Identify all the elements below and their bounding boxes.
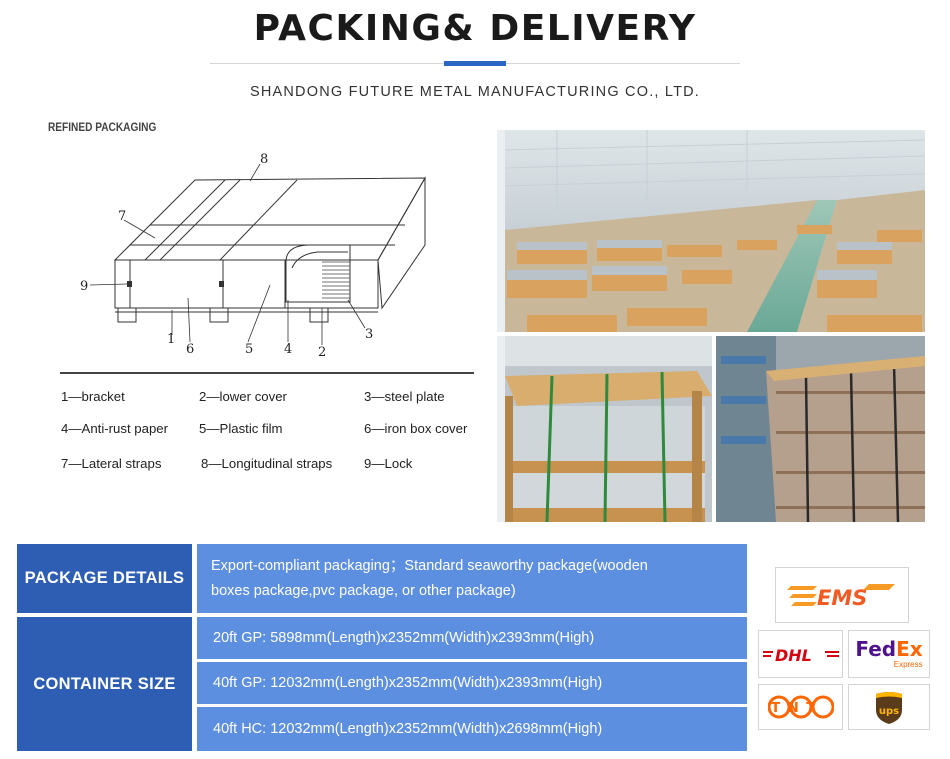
fedex-fed-text: Fed	[855, 637, 897, 661]
package-details-label: PACKAGE DETAILS	[17, 544, 192, 613]
fedex-express-text: Express	[893, 660, 923, 669]
company-subtitle: SHANDONG FUTURE METAL MANUFACTURING CO.,…	[249, 84, 701, 100]
ups-logo: ups	[848, 684, 930, 730]
package-details-line-1: Export-compliant packaging；Standard seaw…	[211, 558, 648, 574]
package-details-text: Export-compliant packaging；Standard seaw…	[197, 544, 747, 613]
diagram-number-7: 7	[118, 209, 126, 224]
packed-sheets-photo	[497, 336, 712, 522]
legend-item-steel-plate: 3—steel plate	[364, 389, 445, 404]
title-accent-bar	[444, 61, 506, 66]
legend-item-lock: 9—Lock	[364, 456, 413, 471]
tnt-logo: TNT	[758, 684, 843, 730]
container-40ft-hc: 40ft HC: 12032mm(Length)x2352mm(Width)x2…	[197, 707, 747, 751]
ems-logo-text: EMS	[817, 586, 867, 610]
legend-item-iron-box-cover: 6—iron box cover	[364, 421, 468, 436]
tnt-logo-text: TNT	[771, 700, 823, 716]
packaging-diagram: 8 7 9 1 6 5 4 2 3	[80, 152, 426, 360]
warehouse-photo	[497, 130, 925, 332]
legend-item-longitudinal-straps: 8—Longitudinal straps	[201, 456, 333, 471]
dhl-logo: DHL	[758, 630, 843, 678]
diagram-number-8: 8	[260, 152, 268, 167]
diagram-number-9: 9	[80, 279, 88, 294]
refined-packaging-label: REFINED PACKAGING	[48, 122, 157, 134]
legend-divider	[60, 372, 474, 374]
diagram-number-1: 1	[167, 332, 175, 347]
dhl-logo-text: DHL	[775, 646, 812, 665]
diagram-number-4: 4	[284, 342, 292, 357]
container-size-label: CONTAINER SIZE	[17, 617, 192, 751]
legend-item-lateral-straps: 7—Lateral straps	[61, 456, 162, 471]
legend-item-plastic-film: 5—Plastic film	[199, 421, 283, 436]
legend-item-bracket: 1—bracket	[61, 389, 125, 404]
diagram-number-6: 6	[186, 342, 194, 357]
diagram-number-5: 5	[245, 342, 253, 357]
ups-logo-text: ups	[879, 706, 899, 717]
fedex-logo: FedEx Express	[848, 630, 930, 678]
page-title: PACKING& DELIVERY	[253, 8, 697, 49]
diagram-number-2: 2	[318, 345, 326, 360]
container-20ft-gp: 20ft GP: 5898mm(Length)x2352mm(Width)x23…	[197, 617, 747, 659]
container-40ft-gp: 40ft GP: 12032mm(Length)x2352mm(Width)x2…	[197, 662, 747, 704]
ems-logo: EMS	[775, 567, 909, 623]
legend-item-anti-rust-paper: 4—Anti-rust paper	[61, 421, 169, 436]
package-details-line-2: boxes package,pvc package, or other pack…	[211, 583, 516, 599]
stacked-sheets-photo	[716, 336, 925, 522]
legend-item-lower-cover: 2—lower cover	[199, 389, 287, 404]
fedex-ex-text: Ex	[896, 637, 923, 661]
diagram-number-3: 3	[365, 327, 373, 342]
